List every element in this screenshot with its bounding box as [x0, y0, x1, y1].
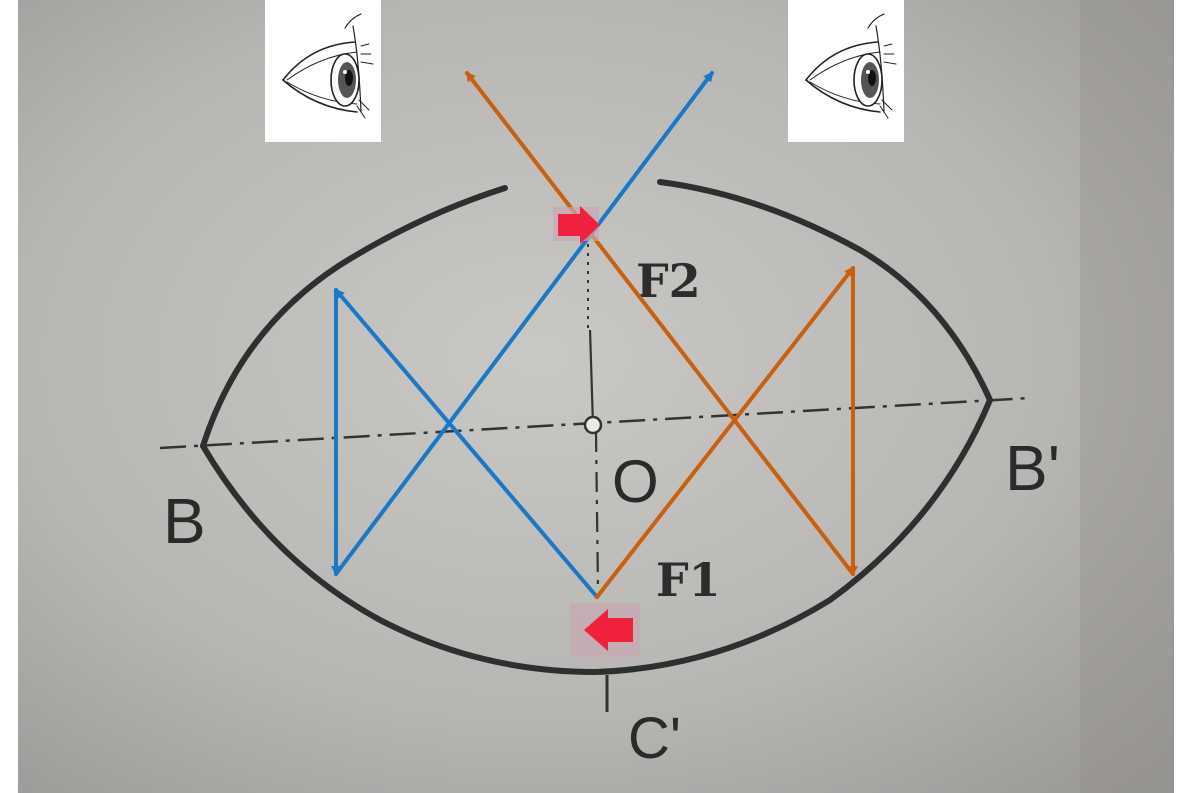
- label-b-prime: B': [1005, 432, 1060, 504]
- ellipse-lower-arc: [200, 397, 993, 676]
- orange-ray-f1-to-right-top: [595, 266, 855, 599]
- ellipse-upper-left-arc: [200, 185, 508, 449]
- blue-ray-exit: [334, 71, 714, 576]
- label-o: O: [612, 448, 659, 515]
- ellipse-upper-right-arc: [657, 179, 993, 403]
- orange-ray-exit: [465, 71, 855, 576]
- label-b: B: [163, 485, 206, 557]
- center-point: [583, 415, 603, 435]
- label-c-prime: C': [628, 706, 681, 771]
- paper-background: [18, 0, 1174, 793]
- blue-ray-path: [331, 71, 714, 599]
- minor-axis-bottom: [594, 431, 600, 591]
- blue-ray-f1-to-left-top: [334, 288, 599, 599]
- paper-shadow: [1080, 0, 1174, 793]
- orange-ray-path: [465, 71, 858, 599]
- minor-axis-top: [588, 329, 595, 426]
- eye-icon: [265, 0, 381, 142]
- eye-icon: [788, 0, 904, 142]
- right-arrow-icon: [553, 206, 600, 244]
- left-arrow-icon: [570, 603, 640, 657]
- label-f2: F2: [636, 254, 701, 308]
- ellipse-outline: [200, 179, 993, 676]
- label-f1: F1: [656, 553, 721, 607]
